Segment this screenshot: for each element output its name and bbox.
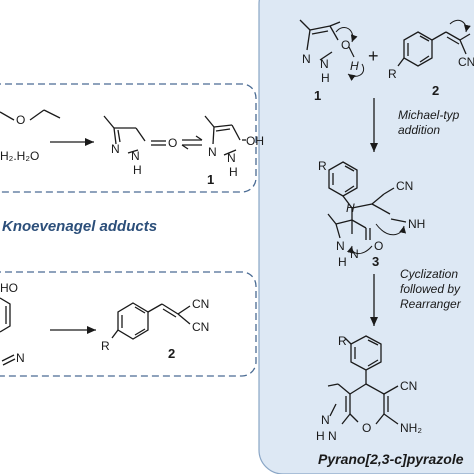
- keto-h: H: [133, 163, 142, 177]
- product-cn-bottom: CN: [192, 320, 209, 334]
- enol-oh: OH: [246, 134, 264, 148]
- mech-curved-arrow-2: [347, 63, 364, 81]
- mech-int-h: H: [346, 201, 355, 215]
- knoevenagel-product-label: 2: [168, 346, 175, 361]
- mech-step1-line1: Michael-typ: [398, 108, 460, 122]
- keto-oxygen: O: [168, 136, 177, 150]
- mech-oh-bond: [348, 46, 355, 58]
- mech-prod-o: O: [362, 421, 371, 435]
- mech-int-r: R: [318, 159, 327, 173]
- enol-h: H: [229, 165, 238, 179]
- mech-prod-n: N: [321, 413, 330, 427]
- enol-pyrazole: [204, 115, 246, 156]
- mech-r1-h: H: [321, 71, 330, 85]
- mech-benzylidene-2: [397, 31, 471, 67]
- nitrile-bond-2: [2, 358, 16, 366]
- mech-plus: +: [368, 46, 379, 66]
- knoevenagel-heading: Knoevenagel adducts: [2, 218, 157, 235]
- mech-product-name: Pyrano[2,3-c]pyrazole: [318, 451, 464, 467]
- mech-intermediate-3: [327, 161, 407, 240]
- mech-intermediate-label: 3: [372, 254, 379, 269]
- mech-prod-cn: CN: [400, 379, 417, 393]
- aldehyde-ho: HO: [0, 281, 18, 295]
- mech-int-h-ring: H: [338, 255, 347, 269]
- product-cn-top: CN: [192, 297, 209, 311]
- mech-curved-arrow-1: [335, 27, 358, 43]
- product-r: R: [101, 339, 110, 353]
- mech-int-o: O: [374, 239, 383, 253]
- mech-reactant1-label: 1: [314, 88, 321, 103]
- enol-n1: N: [208, 145, 217, 159]
- mech-step1-line2: addition: [398, 123, 440, 137]
- mech-curved-arrow-4: [375, 223, 407, 236]
- nitrile-bond: [1, 354, 15, 362]
- mech-pyranopyrazole: [327, 335, 399, 425]
- keto-pyrazolone: [103, 115, 166, 154]
- tautomer-equilibrium: [181, 135, 203, 150]
- knoevenagel-box: [0, 271, 257, 377]
- mech-r1-nh: N: [320, 57, 329, 71]
- keto-n1: N: [111, 142, 120, 156]
- mech-int-n-ring: N: [350, 247, 359, 261]
- hydrazine-hydrate-text: H₂.H₂O: [0, 149, 39, 163]
- mech-step2-line2: followed by: [400, 282, 461, 296]
- ethyl-ester-fragment: [0, 109, 61, 121]
- mech-prod-r: R: [338, 334, 347, 348]
- mech-r1-n: N: [302, 52, 311, 66]
- mech-int-n: N: [336, 239, 345, 253]
- benzylidene-product: [111, 302, 191, 340]
- keto-n2: N: [131, 149, 140, 163]
- mech-reactant2-label: 2: [432, 83, 439, 98]
- mech-prod-hn: H: [316, 429, 325, 443]
- mech-r2-cn: CN: [458, 55, 474, 69]
- ester-oxygen: O: [16, 113, 25, 127]
- mech-step2-line3: Rearranger: [400, 297, 462, 311]
- mech-r1-o: O: [341, 38, 350, 52]
- mech-int-nh: NH: [408, 217, 425, 231]
- enol-n2: N: [227, 151, 236, 165]
- mech-curved-arrow-5: [346, 245, 373, 254]
- mech-int-cn: CN: [396, 179, 413, 193]
- mech-r2-r: R: [388, 67, 397, 81]
- aldehyde-fragment: [0, 297, 11, 333]
- mech-step2-line1: Cyclization: [400, 267, 458, 281]
- mech-r1-oh-h: H: [350, 59, 359, 73]
- mech-pyrazole-1: [299, 19, 341, 61]
- pyrazolone-synthesis-box: [0, 83, 257, 193]
- mech-prod-nh2: NH₂: [400, 421, 422, 435]
- enol-compound-label: 1: [207, 172, 214, 187]
- nitrile-n: N: [16, 351, 25, 365]
- mech-curved-arrow-3: [449, 19, 471, 33]
- mech-prod-n2: N: [328, 429, 337, 443]
